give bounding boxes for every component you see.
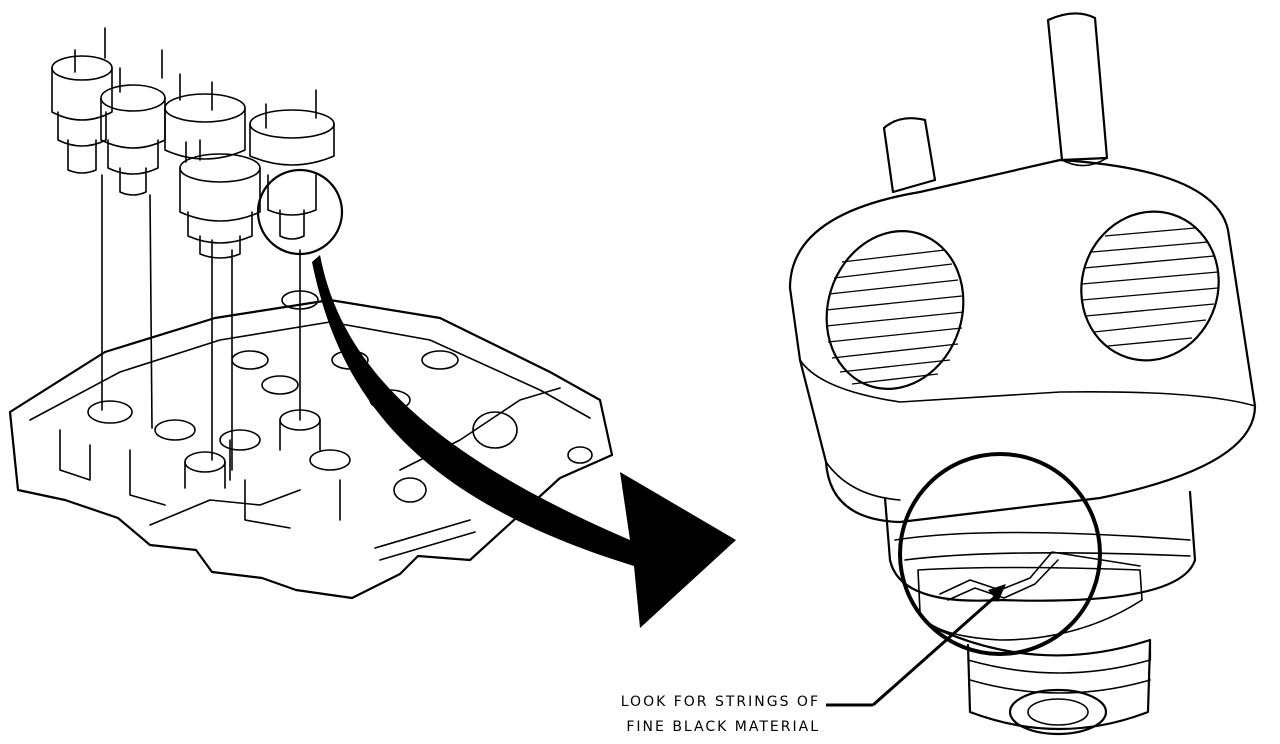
port-right bbox=[1080, 210, 1220, 362]
solenoid-5 bbox=[249, 89, 335, 240]
port-left bbox=[825, 230, 965, 390]
solenoid-enlarged-detail bbox=[788, 12, 1257, 736]
curved-arrow bbox=[312, 255, 736, 628]
solenoid-2 bbox=[100, 49, 166, 196]
callout-leader bbox=[826, 584, 1006, 707]
solenoid-1 bbox=[51, 27, 113, 174]
detail-magnifier-circle bbox=[256, 168, 344, 256]
callout-line-1: LOOK FOR STRINGS OF bbox=[620, 694, 820, 710]
callout-text: LOOK FOR STRINGS OF FINE BLACK MATERIAL bbox=[520, 690, 820, 740]
detail-circle bbox=[898, 452, 1102, 656]
solenoid-3 bbox=[164, 73, 246, 160]
callout-line-2: FINE BLACK MATERIAL bbox=[626, 719, 820, 735]
